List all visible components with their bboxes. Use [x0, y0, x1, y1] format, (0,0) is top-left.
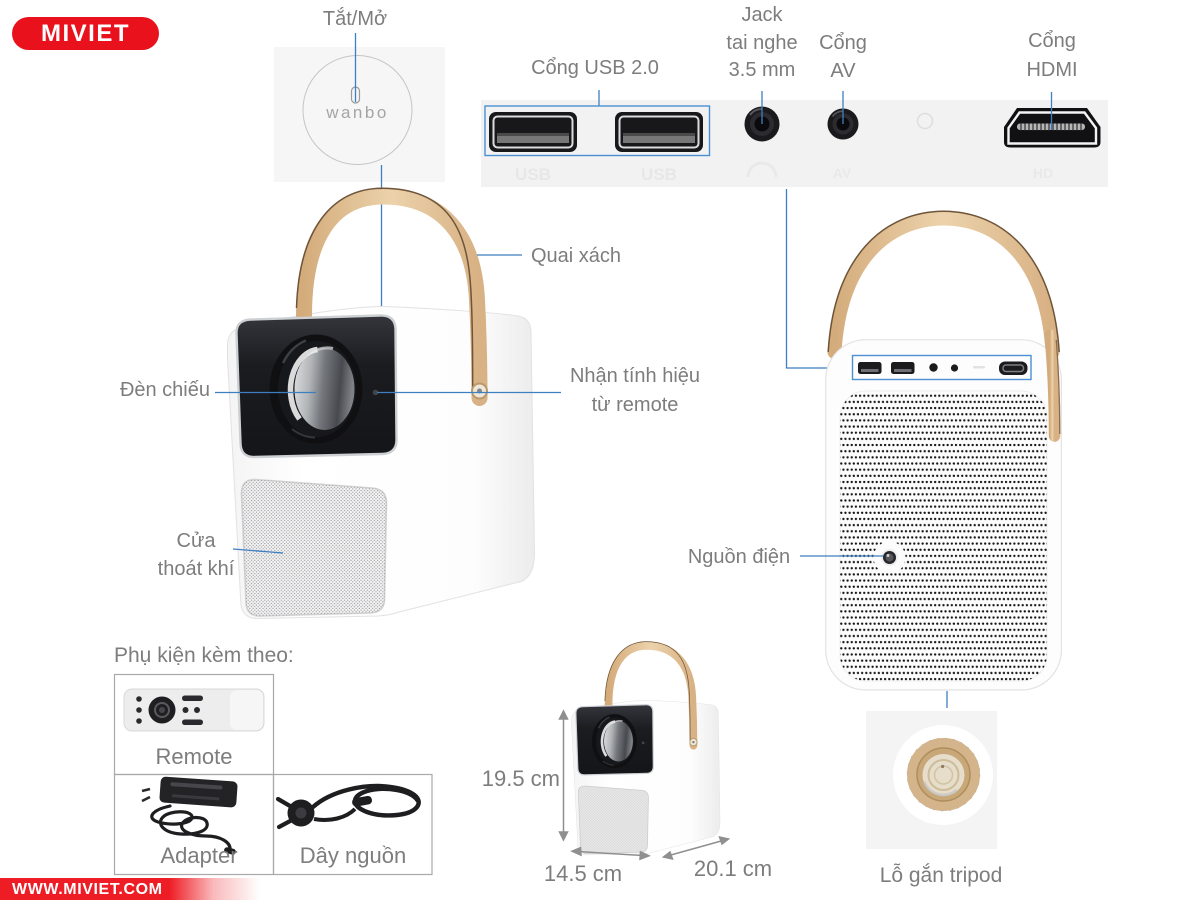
svg-text:HD: HD — [1033, 165, 1053, 181]
svg-text:AV: AV — [833, 165, 852, 181]
svg-text:wanbo: wanbo — [325, 103, 389, 122]
svg-text:USB: USB — [641, 165, 677, 184]
svg-text:USB: USB — [515, 165, 551, 184]
